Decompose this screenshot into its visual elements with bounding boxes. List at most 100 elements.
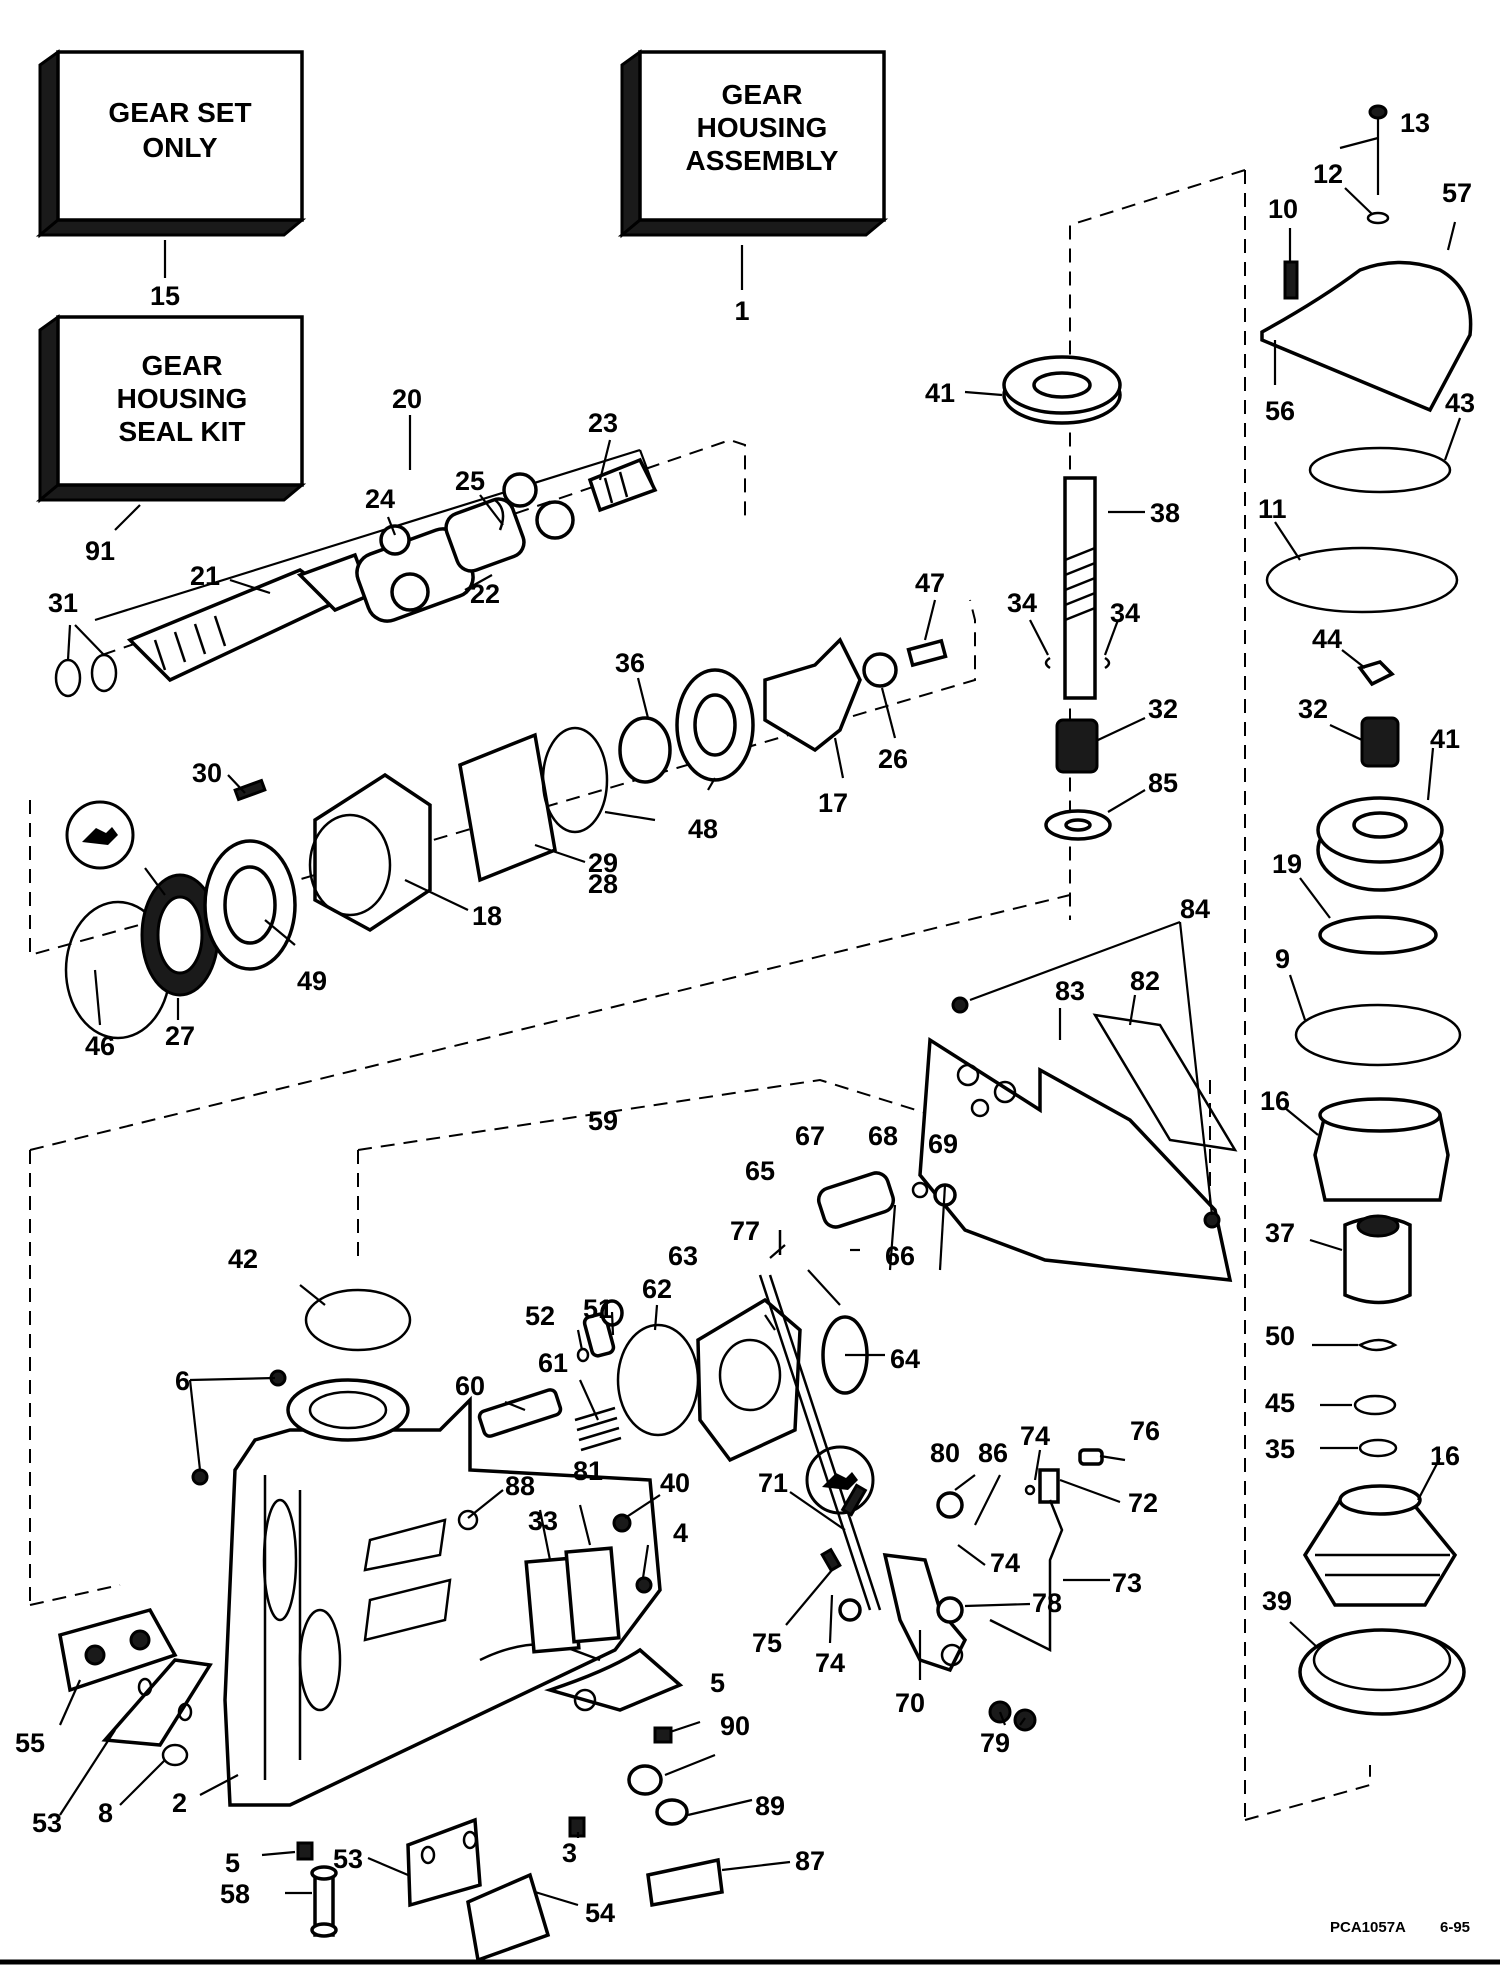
callout-13: 13 — [1400, 108, 1430, 138]
callout-69: 69 — [928, 1129, 958, 1159]
callout-74-lower: 74 — [815, 1648, 845, 1678]
callout-31: 31 — [48, 588, 78, 618]
drawing-date: 6-95 — [1440, 1919, 1470, 1936]
footer: PCA1057A 6-95 — [0, 1919, 1500, 1965]
callout-54: 54 — [585, 1898, 615, 1928]
callout-16-lower: 16 — [1430, 1441, 1460, 1471]
kit-assembly-ref: 1 — [734, 296, 749, 326]
callout-56: 56 — [1265, 396, 1295, 426]
callout-52: 52 — [525, 1301, 555, 1331]
callout-55: 55 — [15, 1728, 45, 1758]
callout-40: 40 — [660, 1468, 690, 1498]
callout-21: 21 — [190, 561, 220, 591]
callout-70: 70 — [895, 1688, 925, 1718]
callout-60: 60 — [455, 1371, 485, 1401]
callout-8: 8 — [98, 1798, 113, 1828]
shift-linkage-group — [304, 1171, 1104, 1732]
callout-82: 82 — [1130, 966, 1160, 996]
callout-9: 9 — [1275, 944, 1290, 974]
callout-84: 84 — [1180, 894, 1210, 924]
callout-74-middle: 74 — [990, 1548, 1020, 1578]
callout-25: 25 — [455, 466, 485, 496]
callout-6: 6 — [175, 1366, 190, 1396]
kit-assembly-line-2: HOUSING — [697, 112, 828, 143]
callout-44: 44 — [1312, 624, 1342, 654]
callout-35: 35 — [1265, 1434, 1295, 1464]
drive-shaft-assembly — [54, 448, 658, 698]
kit-gear-set-ref: 15 — [150, 281, 180, 311]
kit-seal-ref: 91 — [85, 536, 115, 566]
callout-42: 42 — [228, 1244, 258, 1274]
kit-gear-set-line-1: GEAR SET — [108, 97, 251, 128]
callout-79: 79 — [980, 1728, 1010, 1758]
callout-38: 38 — [1150, 498, 1180, 528]
callout-62: 62 — [642, 1274, 672, 1304]
callout-89: 89 — [755, 1791, 785, 1821]
callout-58: 58 — [220, 1879, 250, 1909]
callout-32-center: 32 — [1148, 694, 1178, 724]
gear-housing — [191, 1369, 689, 1861]
leader-lines — [58, 136, 1462, 1907]
callout-22: 22 — [470, 579, 500, 609]
callout-23: 23 — [588, 408, 618, 438]
callout-28: 28 — [588, 869, 618, 899]
callout-65: 65 — [745, 1156, 775, 1186]
callout-53-bottom: 53 — [333, 1844, 363, 1874]
callout-73: 73 — [1112, 1568, 1142, 1598]
callout-24: 24 — [365, 484, 395, 514]
kit-assembly-line-3: ASSEMBLY — [685, 145, 838, 176]
drawing-code: PCA1057A — [1330, 1919, 1406, 1936]
kit-box-gear-housing-assembly: GEAR HOUSING ASSEMBLY — [617, 49, 889, 239]
callout-90: 90 — [720, 1711, 750, 1741]
callout-37: 37 — [1265, 1218, 1295, 1248]
callout-41-left: 41 — [925, 378, 955, 408]
callout-2: 2 — [172, 1788, 187, 1818]
callout-5-right: 5 — [710, 1668, 725, 1698]
callout-77: 77 — [730, 1216, 760, 1246]
callout-86: 86 — [978, 1438, 1008, 1468]
kit-assembly-line-1: GEAR — [722, 79, 803, 110]
callout-75: 75 — [752, 1628, 782, 1658]
callout-72: 72 — [1128, 1488, 1158, 1518]
callout-63: 63 — [668, 1241, 698, 1271]
callout-50: 50 — [1265, 1321, 1295, 1351]
callout-32-right: 32 — [1298, 694, 1328, 724]
bottom-plates — [57, 1607, 724, 1963]
callout-74-upper: 74 — [1020, 1421, 1050, 1451]
kit-box-seal-kit: GEAR HOUSING SEAL KIT — [35, 314, 307, 504]
callout-88: 88 — [505, 1471, 535, 1501]
callout-61: 61 — [538, 1348, 568, 1378]
callout-41-right: 41 — [1430, 724, 1460, 754]
kit-seal-line-3: SEAL KIT — [118, 416, 245, 447]
callout-87: 87 — [795, 1846, 825, 1876]
callout-17: 17 — [818, 788, 848, 818]
vertical-drive-shaft — [1002, 355, 1122, 841]
callout-53-left: 53 — [32, 1808, 62, 1838]
callout-29: 29 — [588, 848, 618, 878]
kit-box-gear-set: GEAR SET ONLY — [35, 49, 307, 239]
callout-34-a: 34 — [1007, 588, 1037, 618]
callout-11: 11 — [1258, 494, 1287, 524]
callout-64: 64 — [890, 1344, 920, 1374]
callout-85: 85 — [1148, 768, 1178, 798]
callout-49: 49 — [297, 966, 327, 996]
callout-18: 18 — [472, 901, 502, 931]
callout-57: 57 — [1442, 178, 1472, 208]
callout-67: 67 — [795, 1121, 825, 1151]
callout-36: 36 — [615, 648, 645, 678]
callout-48: 48 — [688, 814, 718, 844]
callout-71: 71 — [758, 1468, 788, 1498]
kit-seal-line-2: HOUSING — [117, 383, 248, 414]
callout-20: 20 — [392, 384, 422, 414]
callout-34-b: 34 — [1110, 598, 1140, 628]
callout-3: 3 — [562, 1838, 577, 1868]
callout-39: 39 — [1262, 1586, 1292, 1616]
callout-66: 66 — [885, 1241, 915, 1271]
kit-gear-set-line-2: ONLY — [142, 132, 218, 163]
callout-80: 80 — [930, 1438, 960, 1468]
shield-parts — [918, 996, 1238, 1283]
callout-33: 33 — [528, 1506, 558, 1536]
callout-26: 26 — [878, 744, 908, 774]
callout-27: 27 — [165, 1021, 195, 1051]
